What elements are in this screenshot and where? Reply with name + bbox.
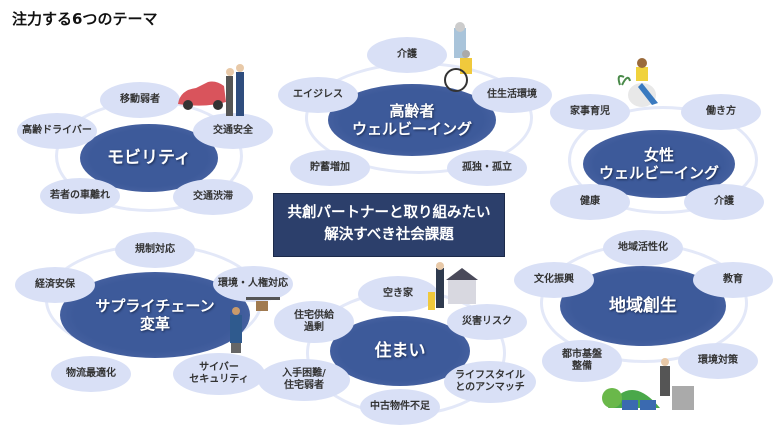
car-family-illustration (178, 64, 244, 116)
theme-issue-bubble: 教育 (693, 262, 773, 298)
drone-man-illustration (230, 297, 280, 353)
theme-issue-bubble: 交通安全 (193, 113, 273, 149)
town-woman-illustration (602, 358, 694, 410)
house-family-illustration (428, 262, 478, 310)
theme-ring (568, 106, 758, 214)
theme-issue-bubble: 環境・人権対応 (213, 266, 293, 302)
theme-issue-bubble: エイジレス (278, 77, 358, 113)
theme-issue-bubble: 高齢ドライバー (17, 113, 97, 149)
theme-issue-bubble: 地域活性化 (603, 230, 683, 266)
theme-issue-bubble: 中古物件不足 (360, 389, 440, 425)
theme-issue-bubble: 住生活環境 (472, 77, 552, 113)
theme-issue-bubble: 介護 (684, 184, 764, 220)
theme-issue-bubble: 住宅供給 過剰 (274, 301, 354, 343)
theme-issue-bubble: 働き方 (681, 94, 761, 130)
theme-issue-bubble: 若者の車離れ (40, 178, 120, 214)
elderly-wheelchair-illustration (444, 22, 472, 92)
theme-issue-bubble: 物流最適化 (51, 356, 131, 392)
theme-issue-bubble: サイバー セキュリティ (173, 353, 265, 395)
theme-issue-bubble: 家事育児 (550, 94, 630, 130)
theme-issue-bubble: 規制対応 (115, 232, 195, 268)
woman-laptop-illustration (617, 58, 658, 107)
theme-issue-bubble: ライフスタイル とのアンマッチ (444, 361, 536, 403)
theme-issue-bubble: 入手困難/ 住宅弱者 (258, 359, 350, 401)
theme-issue-bubble: 貯蓄増加 (290, 150, 370, 186)
theme-issue-bubble: 交通渋滞 (173, 179, 253, 215)
theme-issue-bubble: 都市基盤 整備 (542, 340, 622, 382)
theme-issue-bubble: 介護 (367, 37, 447, 73)
theme-issue-bubble: 文化振興 (514, 262, 594, 298)
theme-issue-bubble: 災害リスク (447, 304, 527, 340)
theme-issue-bubble: 移動弱者 (100, 82, 180, 118)
theme-issue-bubble: 健康 (550, 184, 630, 220)
center-message-box: 共創パートナーと取り組みたい 解決すべき社会課題 (273, 193, 505, 257)
theme-issue-bubble: 環境対策 (678, 343, 758, 379)
page-title: 注力する6つのテーマ (12, 10, 158, 28)
theme-issue-bubble: 空き家 (358, 276, 438, 312)
theme-issue-bubble: 経済安保 (15, 267, 95, 303)
theme-issue-bubble: 孤独・孤立 (447, 150, 527, 186)
